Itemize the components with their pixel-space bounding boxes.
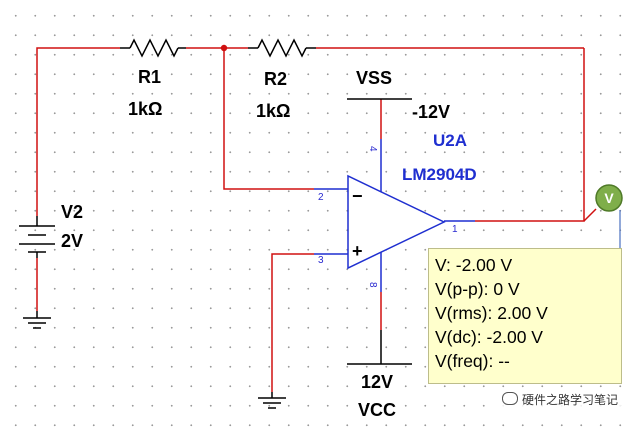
wire-node-to-inverting[interactable] — [223, 48, 314, 190]
wire-feedback-to-output[interactable] — [475, 48, 585, 222]
wire-noninverting-to-ground[interactable] — [271, 253, 314, 392]
probe-reading-vfreq: V(freq): -- — [435, 351, 510, 371]
pin-label-vplus: 8 — [367, 282, 378, 288]
voltmeter-probe-icon[interactable]: V — [595, 184, 623, 212]
r1-value-label: 1kΩ — [128, 99, 162, 119]
opamp-minus-sign: − — [352, 186, 363, 206]
ground-icon — [258, 392, 286, 409]
r2-name-label: R2 — [264, 69, 287, 89]
wire-v2-to-r1[interactable] — [36, 47, 120, 216]
opamp-plus-sign: + — [352, 241, 363, 261]
r1-name-label: R1 — [138, 67, 161, 87]
v2-name-label: V2 — [61, 202, 83, 222]
watermark: 硬件之路学习笔记 — [498, 390, 621, 409]
pin-label-inverting: 2 — [318, 192, 324, 203]
pin-label-output: 1 — [452, 224, 458, 235]
wire-probe-lead[interactable] — [583, 208, 597, 222]
resistor-r2[interactable] — [248, 38, 316, 58]
probe-reading-v: V: -2.00 V — [435, 255, 513, 275]
r2-value-label: 1kΩ — [256, 101, 290, 121]
wechat-icon — [501, 392, 518, 405]
junction-dot — [220, 44, 228, 52]
resistor-r1[interactable] — [120, 38, 186, 58]
probe-reading-vpp: V(p-p): 0 V — [435, 279, 520, 299]
opamp-u2a[interactable] — [314, 139, 475, 292]
probe-readout-tooltip: V: -2.00 V V(p-p): 0 V V(rms): 2.00 V V(… — [428, 248, 622, 384]
probe-tip-label: V — [604, 190, 614, 206]
probe-reading-vdc: V(dc): -2.00 V — [435, 327, 543, 347]
opamp-ref-label: U2A — [433, 131, 467, 150]
watermark-text: 硬件之路学习笔记 — [521, 393, 618, 407]
opamp-part-label: LM2904D — [402, 165, 477, 184]
ground-icon — [23, 311, 51, 329]
v2-value-label: 2V — [61, 231, 83, 251]
vcc-value-label: 12V — [361, 372, 393, 392]
battery-v2-icon[interactable] — [19, 216, 55, 258]
vss-name-label: VSS — [356, 68, 392, 88]
pin-label-noninverting: 3 — [318, 255, 324, 266]
pin-label-vminus: 4 — [367, 146, 378, 152]
vcc-name-label: VCC — [358, 400, 396, 420]
vss-value-label: -12V — [412, 102, 450, 122]
probe-reading-vrms: V(rms): 2.00 V — [435, 303, 548, 323]
